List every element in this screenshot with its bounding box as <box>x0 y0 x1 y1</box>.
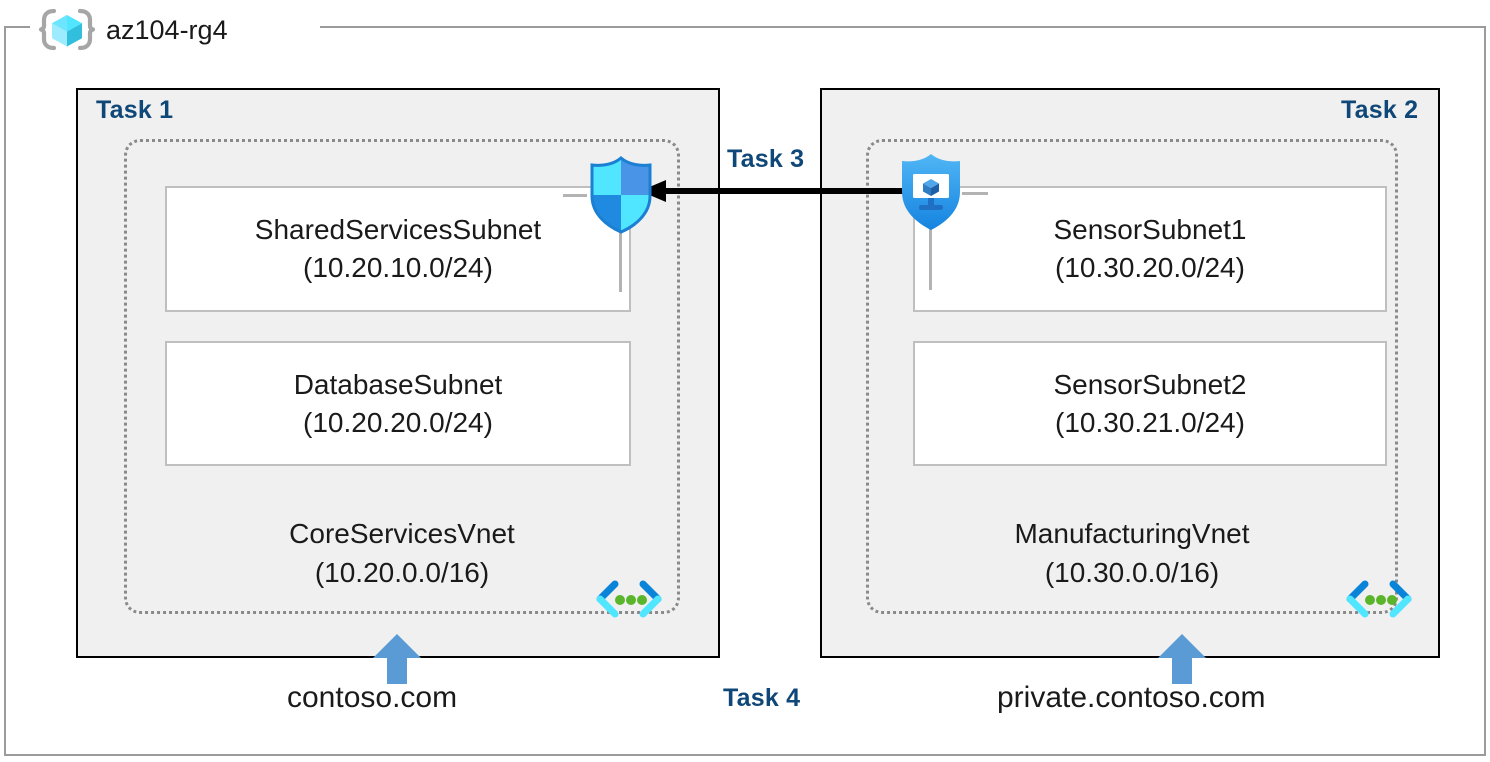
vnet-manufacturing-name: ManufacturingVnet <box>1014 518 1250 549</box>
vnet-coreservices-caption: CoreServicesVnet (10.20.0.0/16) <box>124 515 680 592</box>
defender-connector-right <box>962 192 988 195</box>
defender-connector-down <box>929 228 932 290</box>
subnet-sensorsubnet1-name: SensorSubnet1 <box>1053 214 1247 246</box>
resource-group-top-line <box>316 26 1486 28</box>
shield-monitor-defender-icon <box>897 152 965 232</box>
subnet-sensorsubnet1: SensorSubnet1 (10.30.20.0/24) <box>913 186 1387 312</box>
blue-up-arrow-icon-right <box>1156 632 1208 684</box>
resource-group-name: az104-rg4 <box>106 14 228 45</box>
dns-code-brackets-icon-left <box>593 578 665 626</box>
subnet-database: DatabaseSubnet (10.20.20.0/24) <box>165 341 631 466</box>
subnet-sharedservices-cidr: (10.20.10.0/24) <box>303 252 493 283</box>
resource-group-header: az104-rg4 <box>38 8 228 52</box>
dns-zone-private-contoso: private.contoso.com <box>997 681 1266 714</box>
dns-code-brackets-icon-right <box>1343 578 1415 626</box>
vnet-coreservices-name: CoreServicesVnet <box>289 518 515 549</box>
task-4-label: Task 4 <box>723 684 801 712</box>
vnet-coreservices-cidr: (10.20.0.0/16) <box>314 556 490 588</box>
subnet-sensorsubnet2-cidr: (10.30.21.0/24) <box>1055 406 1245 438</box>
vnet-manufacturing-caption: ManufacturingVnet (10.30.0.0/16) <box>866 515 1398 592</box>
subnet-sharedservices: SharedServicesSubnet (10.20.10.0/24) <box>165 186 631 312</box>
task-1-label: Task 1 <box>96 96 174 124</box>
task-2-label: Task 2 <box>1341 96 1419 124</box>
subnet-sharedservices-name: SharedServicesSubnet <box>254 214 542 246</box>
shield-firewall-icon <box>585 156 657 234</box>
task-3-label: Task 3 <box>723 145 809 174</box>
azure-resource-group-cube-icon <box>38 8 96 52</box>
subnet-database-cidr: (10.20.20.0/24) <box>303 406 493 438</box>
subnet-database-name: DatabaseSubnet <box>293 368 503 400</box>
vnet-boundary-coreservices <box>124 139 680 614</box>
subnet-sensorsubnet1-cidr: (10.30.20.0/24) <box>1055 252 1245 283</box>
blue-up-arrow-icon-left <box>371 632 423 684</box>
subnet-sensorsubnet2: SensorSubnet2 (10.30.21.0/24) <box>913 341 1387 466</box>
firewall-connector-left <box>563 194 587 197</box>
vnet-manufacturing-cidr: (10.30.0.0/16) <box>1044 556 1220 588</box>
subnet-sensorsubnet2-name: SensorSubnet2 <box>1053 368 1247 400</box>
task3-peering-arrow <box>638 177 910 205</box>
dns-zone-contoso: contoso.com <box>287 681 458 714</box>
firewall-connector-down <box>619 222 622 292</box>
vnet-boundary-manufacturing <box>866 139 1398 614</box>
